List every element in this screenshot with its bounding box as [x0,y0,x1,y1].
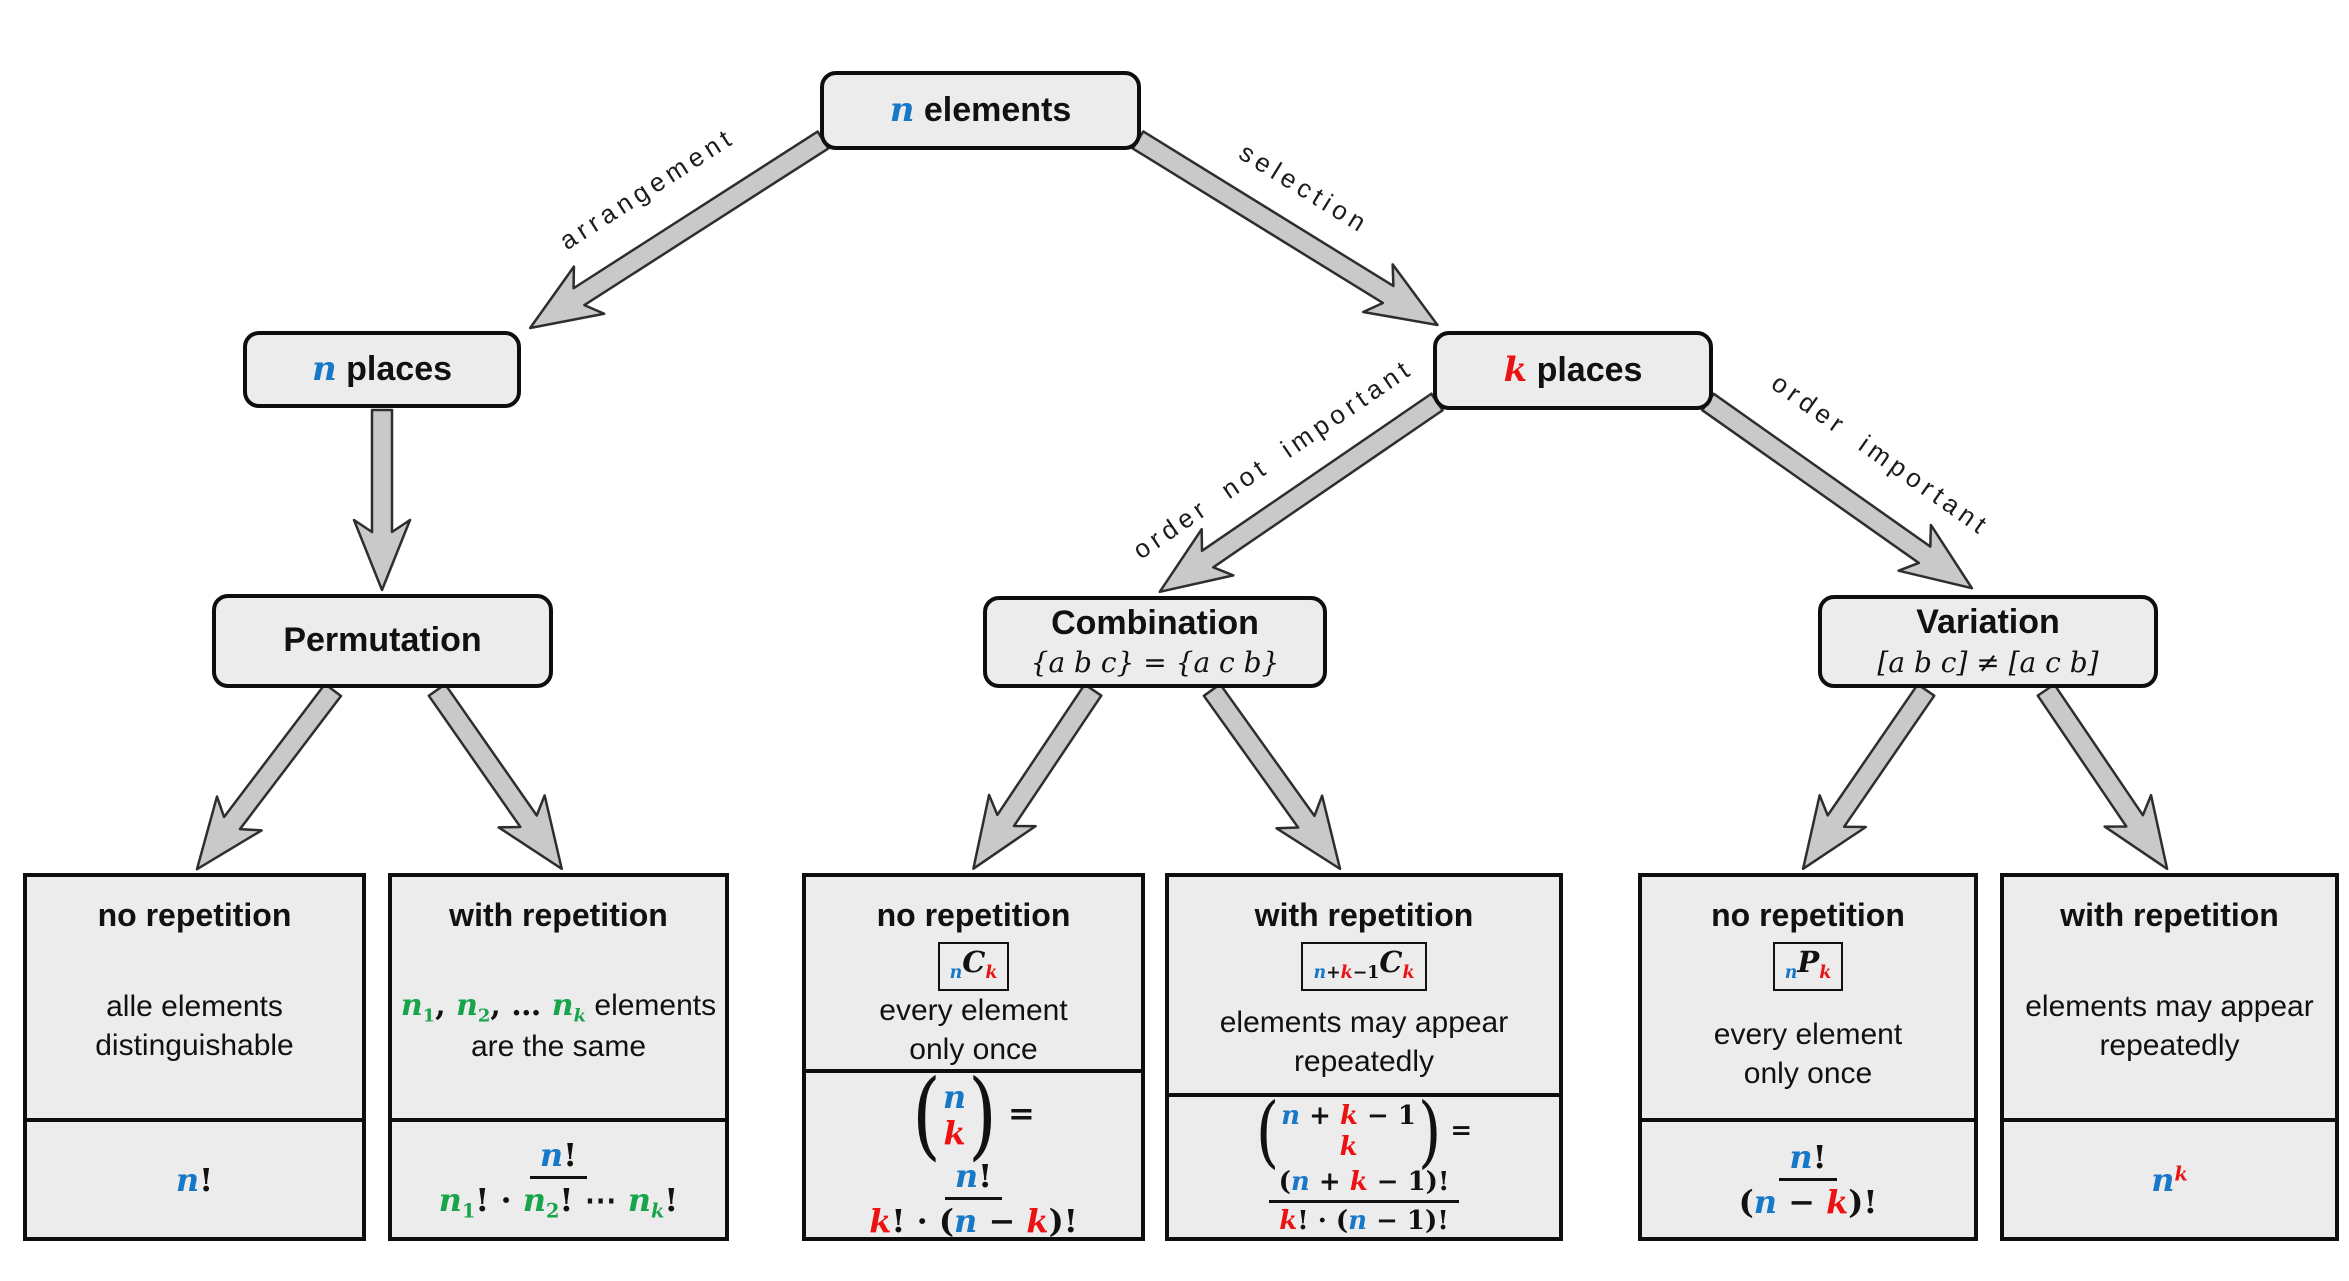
edge-label-order-not-important: order not important [1127,352,1418,565]
node-n-elements: n elements [820,71,1141,150]
node-permutation: Permutation [212,594,553,688]
node-label: places [346,349,453,388]
node-k-places-title: k places [1503,349,1643,390]
arrow-combination-to-no-repetition [972,683,1103,870]
leaf-header: with repetition [1254,897,1474,933]
leaf-top: with repetition n+k−1Ck elements may app… [1169,877,1559,1098]
node-k-places: k places [1433,331,1713,410]
node-combination-subtitle: {a b c} = {a c b} [1030,646,1280,680]
node-label: places [1536,350,1643,389]
arrow-permutation-to-with-repetition [427,683,563,871]
math-var-n: n [889,89,915,130]
leaf-header: no repetition [876,897,1071,933]
node-n-elements-title: n elements [889,89,1072,130]
leaf-bottom: n!n1! · n2! ⋯ nk! [392,1122,725,1237]
notation-badge-n+k-1Ck: n+k−1Ck [1301,942,1427,991]
leaf-bottom: nk [2004,1122,2335,1237]
node-label: elements [923,90,1072,129]
node-combination: Combination {a b c} = {a c b} [983,596,1327,688]
notation-badge-nPk: nPk [1772,942,1844,991]
notation-badge-nCk: nCk [937,942,1010,991]
node-combination-title: Combination [1051,603,1259,642]
arrow-n-places-to-permutation [352,408,412,592]
arrow-root-to-n-places [528,130,830,330]
leaf-formula: n!n1! · n2! ⋯ nk! [438,1135,679,1223]
arrow-k-places-to-variation [1700,392,1974,590]
node-n-places: n places [243,331,521,408]
leaf-combination-with-repetition: with repetition n+k−1Ck elements may app… [1165,873,1563,1241]
math-var-n: n [311,348,337,389]
edge-label-arrangement: arrangement [554,121,741,256]
leaf-header: with repetition [449,897,668,933]
arrow-variation-to-no-repetition [1801,683,1936,871]
leaf-formula: nk [2151,1160,2188,1199]
leaf-formula: n! [175,1160,214,1199]
arrow-root-to-k-places [1131,130,1439,327]
leaf-formula: n!(n − k)! [1738,1137,1878,1221]
node-variation-subtitle: [a b c] ≠ [a c b] [1877,645,2099,679]
arrow-combination-to-with-repetition [1202,682,1342,871]
leaf-header: no repetition [1711,897,1905,933]
leaf-bottom: n! [27,1122,362,1237]
node-n-places-title: n places [311,348,453,389]
node-variation: Variation [a b c] ≠ [a c b] [1818,595,2158,688]
math-var-k: k [1503,349,1528,390]
leaf-header: no repetition [97,897,292,933]
arrow-variation-to-with-repetition [2036,683,2169,871]
arrow-k-places-to-combination [1158,392,1444,594]
leaf-bottom: n!(n − k)! [1642,1122,1974,1237]
leaf-header: with repetition [2060,897,2279,933]
node-variation-title: Variation [1916,603,2060,642]
node-permutation-title: Permutation [283,621,482,660]
arrow-permutation-to-no-repetition [195,682,343,871]
